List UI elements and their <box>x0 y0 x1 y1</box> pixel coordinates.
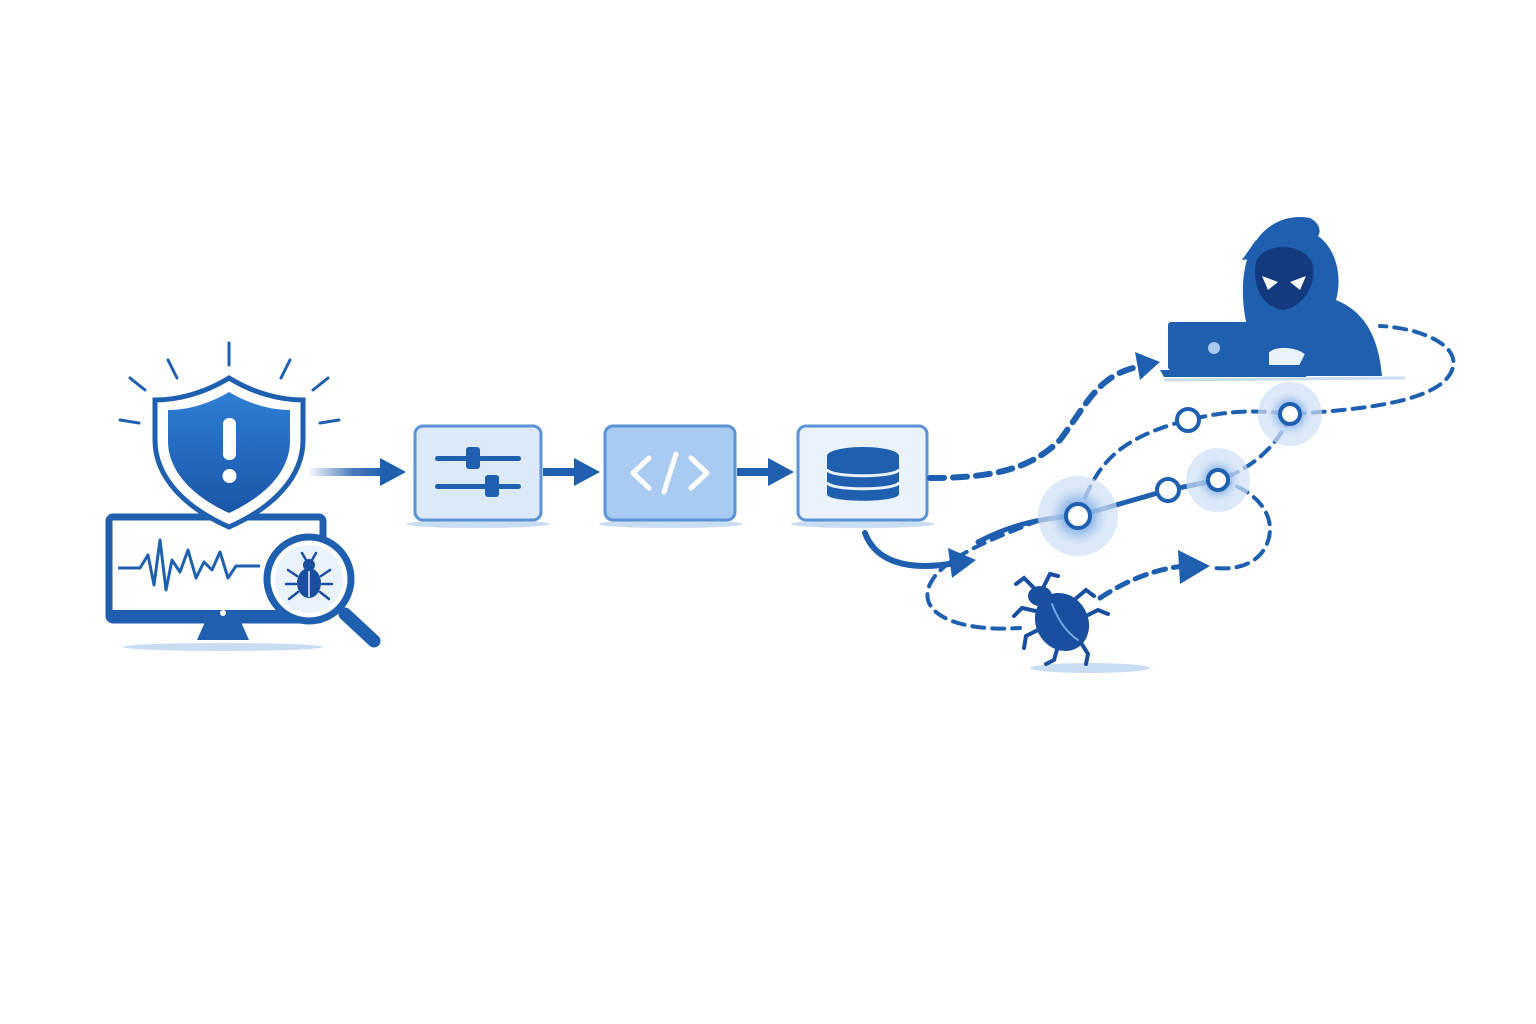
database-icon <box>825 447 901 501</box>
path-upper-loop <box>1076 324 1456 518</box>
network-nodes <box>1038 382 1322 556</box>
heartbeat-line <box>118 538 260 592</box>
code-node <box>599 424 743 528</box>
path-db-to-hacker <box>927 362 1153 481</box>
laptop-icon <box>1160 322 1310 377</box>
arrow-config-to-code <box>543 458 600 486</box>
plain-node-2 <box>1175 407 1201 433</box>
arrow-alert-to-config <box>307 458 406 486</box>
glow-node-3 <box>1258 382 1322 446</box>
shield-alert-monitor-icon <box>105 341 381 651</box>
config-node <box>406 424 550 528</box>
shield-icon <box>152 375 306 530</box>
hooded-hacker-icon <box>1160 216 1406 382</box>
code-icon <box>630 451 710 495</box>
pipeline-arrows <box>307 458 794 486</box>
arrow-code-to-database <box>737 458 794 486</box>
path-bug-to-right <box>1097 563 1188 601</box>
exclamation-icon <box>223 418 236 460</box>
plain-node-1 <box>1155 477 1181 503</box>
alert-rays <box>118 341 341 425</box>
glow-node-1 <box>1038 476 1118 556</box>
path-left-loop <box>925 518 1042 631</box>
path-db-down <box>862 530 958 569</box>
bug-icon <box>1012 571 1150 673</box>
magnifier-bug-icon <box>263 533 381 648</box>
database-node <box>791 424 935 528</box>
glow-node-2 <box>1186 448 1250 512</box>
sliders-icon <box>435 447 521 497</box>
